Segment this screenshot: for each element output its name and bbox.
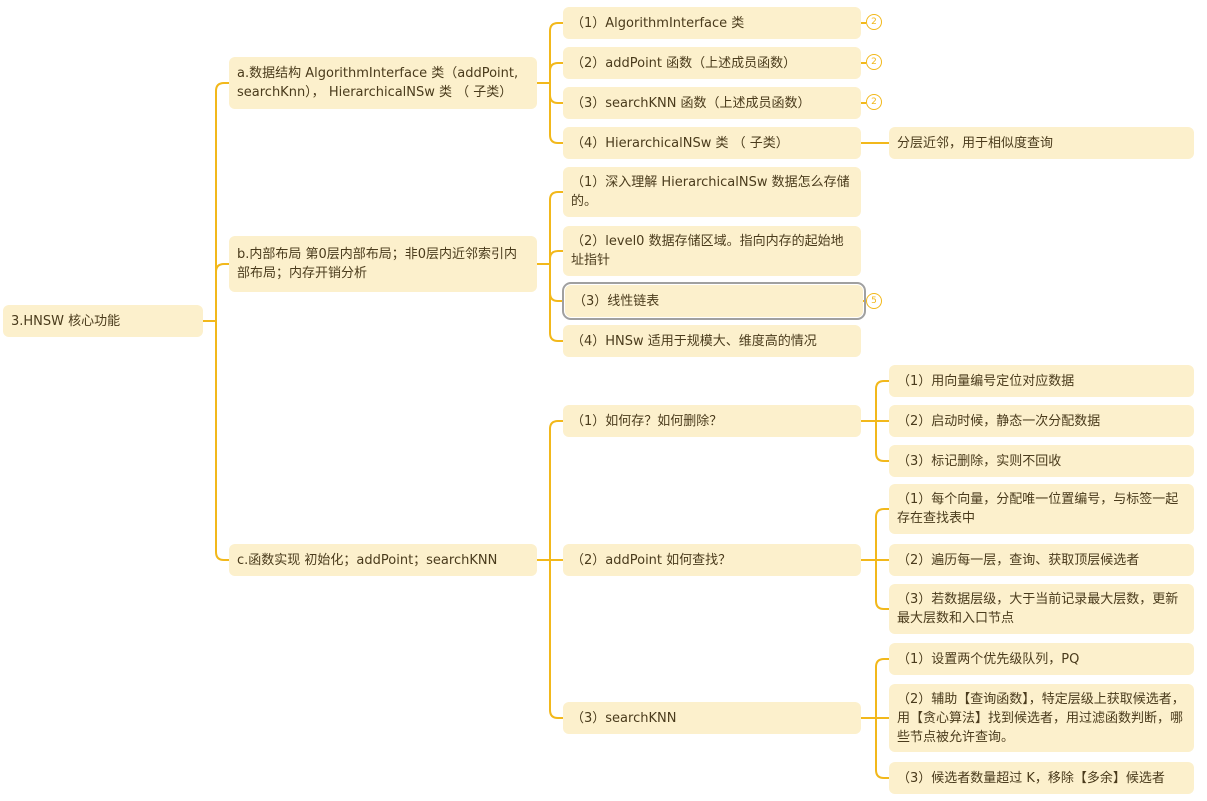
b-item-4[interactable]: （4）HNSw 适用于规模大、维度高的情况 — [563, 325, 861, 357]
topic-b-label: b.内部布局 第0层内部布局；非0层内近邻索引内部布局；内存开销分析 — [237, 247, 518, 281]
a-item-2[interactable]: （2）addPoint 函数（上述成员函数） — [563, 47, 861, 79]
a-item-4-label: （4）HierarchicalNSw 类 （ 子类） — [571, 135, 789, 151]
b-item-3-label: （3）线性链表 — [573, 293, 660, 309]
c1-sub-1[interactable]: （1）用向量编号定位对应数据 — [889, 365, 1194, 397]
topic-a[interactable]: a.数据结构 AlgorithmInterface 类（addPoint, se… — [229, 57, 537, 109]
c2-sub-3[interactable]: （3）若数据层级，大于当前记录最大层数，更新最大层数和入口节点 — [889, 584, 1194, 634]
c1-sub-2-label: （2）启动时候，静态一次分配数据 — [897, 413, 1101, 429]
topic-c-label: c.函数实现 初始化；addPoint；searchKNN — [237, 552, 498, 568]
c3-sub-2-label: （2）辅助【查询函数】，特定层级上获取候选者，用【贪心算法】找到候选者，用过滤函… — [897, 691, 1185, 745]
c-item-1[interactable]: （1）如何存？如何删除？ — [563, 405, 861, 437]
connector — [875, 380, 889, 421]
connector — [215, 321, 229, 561]
connector — [549, 62, 563, 83]
connector — [875, 508, 889, 560]
b-item-1[interactable]: （1）深入理解 HierarchicalNSw 数据怎么存储的。 — [563, 167, 861, 217]
connector — [215, 82, 229, 321]
connector — [549, 264, 563, 342]
connector — [549, 250, 563, 264]
b-item-4-label: （4）HNSw 适用于规模大、维度高的情况 — [571, 333, 817, 349]
c3-sub-3[interactable]: （3）候选者数量超过 K，移除【多余】候选者 — [889, 762, 1194, 794]
c3-sub-2[interactable]: （2）辅助【查询函数】，特定层级上获取候选者，用【贪心算法】找到候选者，用过滤函… — [889, 684, 1194, 752]
c2-sub-2-label: （2）遍历每一层，查询、获取顶层候选者 — [897, 552, 1140, 568]
connector — [549, 83, 563, 144]
c-item-2[interactable]: （2）addPoint 如何查找？ — [563, 544, 861, 576]
connector — [549, 83, 563, 104]
c-item-3[interactable]: （3）searchKNN — [563, 702, 861, 734]
connector — [549, 22, 563, 83]
c3-sub-1[interactable]: （1）设置两个优先级队列，PQ — [889, 643, 1194, 675]
c3-sub-1-label: （1）设置两个优先级队列，PQ — [897, 651, 1080, 667]
collapse-badge-b3[interactable]: 5 — [866, 293, 882, 309]
b-item-2-label: （2）level0 数据存储区域。指向内存的起始地址指针 — [571, 234, 844, 268]
connector — [549, 264, 563, 302]
c1-sub-1-label: （1）用向量编号定位对应数据 — [897, 373, 1075, 389]
c1-sub-2[interactable]: （2）启动时候，静态一次分配数据 — [889, 405, 1194, 437]
c2-sub-3-label: （3）若数据层级，大于当前记录最大层数，更新最大层数和入口节点 — [897, 592, 1179, 626]
topic-c[interactable]: c.函数实现 初始化；addPoint；searchKNN — [229, 544, 537, 576]
connector — [875, 718, 889, 779]
collapse-badge-a2[interactable]: 2 — [866, 54, 882, 70]
c-item-1-label: （1）如何存？如何删除？ — [571, 413, 723, 429]
root-node[interactable]: 3.HNSW 核心功能 — [3, 305, 203, 337]
connector — [875, 560, 889, 610]
connector — [215, 263, 229, 321]
c2-sub-1-label: （1）每个向量，分配唯一位置编号，与标签一起 存在查找表中 — [897, 492, 1179, 526]
c2-sub-1[interactable]: （1）每个向量，分配唯一位置编号，与标签一起 存在查找表中 — [889, 484, 1194, 534]
topic-b[interactable]: b.内部布局 第0层内部布局；非0层内近邻索引内部布局；内存开销分析 — [229, 236, 537, 292]
a-item-1-label: （1）AlgorithmInterface 类 — [571, 15, 745, 31]
c2-sub-2[interactable]: （2）遍历每一层，查询、获取顶层候选者 — [889, 544, 1194, 576]
connector — [875, 658, 889, 718]
topic-a-label: a.数据结构 AlgorithmInterface 类（addPoint, se… — [237, 66, 519, 100]
c-item-3-label: （3）searchKNN — [571, 710, 677, 726]
c3-sub-3-label: （3）候选者数量超过 K，移除【多余】候选者 — [897, 770, 1165, 786]
c1-sub-3-label: （3）标记删除，实则不回收 — [897, 453, 1062, 469]
a-item-4-child-label: 分层近邻，用于相似度查询 — [897, 135, 1054, 151]
connector — [875, 421, 889, 462]
a-item-3-label: （3）searchKNN 函数（上述成员函数） — [571, 95, 811, 111]
a-item-3[interactable]: （3）searchKNN 函数（上述成员函数） — [563, 87, 861, 119]
a-item-4[interactable]: （4）HierarchicalNSw 类 （ 子类） — [563, 127, 861, 159]
c1-sub-3[interactable]: （3）标记删除，实则不回收 — [889, 445, 1194, 477]
connector — [549, 191, 563, 264]
root-label: 3.HNSW 核心功能 — [11, 313, 121, 329]
connector — [549, 560, 563, 719]
collapse-badge-a3[interactable]: 2 — [866, 94, 882, 110]
collapse-badge-a1[interactable]: 2 — [866, 14, 882, 30]
a-item-2-label: （2）addPoint 函数（上述成员函数） — [571, 55, 797, 71]
a-item-4-child[interactable]: 分层近邻，用于相似度查询 — [889, 127, 1194, 159]
b-item-3-selected[interactable]: （3）线性链表 — [562, 282, 866, 320]
b-item-1-label: （1）深入理解 HierarchicalNSw 数据怎么存储的。 — [571, 175, 850, 209]
a-item-1[interactable]: （1）AlgorithmInterface 类 — [563, 7, 861, 39]
c-item-2-label: （2）addPoint 如何查找？ — [571, 552, 732, 568]
b-item-2[interactable]: （2）level0 数据存储区域。指向内存的起始地址指针 — [563, 226, 861, 276]
connector — [549, 420, 563, 560]
